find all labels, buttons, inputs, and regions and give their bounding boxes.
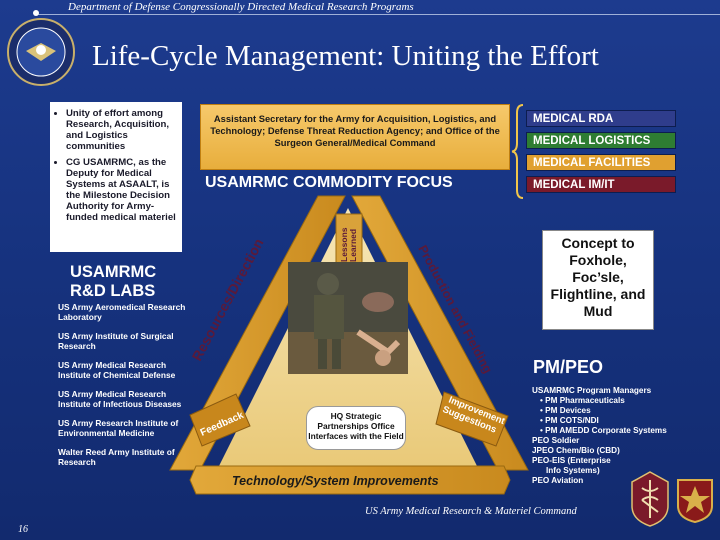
pmpeo-line: PEO Aviation [532, 476, 584, 485]
page-title: Life-Cycle Management: Uniting the Effor… [92, 40, 599, 72]
header-dot [33, 10, 39, 16]
lab-item: US Army Institute of Surgical Research [58, 331, 174, 351]
bottom-edge-arrow [189, 465, 511, 495]
medical-caduceus-icon [631, 471, 669, 527]
labs-list: US Army Aeromedical Research Laboratory … [58, 302, 193, 476]
soldier-photo [288, 262, 408, 374]
commodity-focus-label: USAMRMC COMMODITY FOCUS [205, 174, 453, 191]
labs-title: USAMRMC R&D LABS [70, 263, 156, 301]
pmpeo-line: • PM COTS/NDI [540, 416, 599, 425]
pmpeo-line: • PM Devices [540, 406, 591, 415]
page-number: 16 [18, 524, 28, 535]
bullet-item: CG USAMRMC, as the Deputy for Medical Sy… [66, 157, 178, 223]
pmpeo-line: USAMRMC Program Managers [532, 386, 652, 395]
pmpeo-line: JPEO Chem/Bio (CBD) [532, 446, 620, 455]
pmpeo-title: PM/PEO [533, 357, 604, 377]
lab-item: US Army Medical Research Institute of In… [58, 389, 182, 409]
dod-seal-icon [7, 18, 75, 86]
agency-box: Assistant Secretary for the Army for Acq… [200, 104, 510, 170]
medical-bar-logistics: MEDICAL LOGISTICS [526, 132, 676, 149]
medical-bar-rda: MEDICAL RDA [526, 110, 676, 127]
header-org-text: Department of Defense Congressionally Di… [68, 1, 414, 13]
improvement-arrow [435, 391, 509, 447]
pmpeo-line: • PM Pharmaceuticals [540, 396, 625, 405]
bottom-edge-label: Technology/System Improvements [232, 474, 439, 488]
pmpeo-line: • PM AMEDD Corporate Systems [540, 426, 667, 435]
pmpeo-line: PEO Soldier [532, 436, 580, 445]
left-bullets-panel: Unity of effort among Research, Acquisit… [50, 102, 182, 252]
lab-item: Walter Reed Army Institute of Research [58, 447, 175, 467]
bullet-item: Unity of effort among Research, Acquisit… [66, 108, 178, 152]
medical-bar-imit: MEDICAL IM/IT [526, 176, 676, 193]
footer-org: US Army Medical Research & Materiel Comm… [365, 506, 577, 517]
feedback-arrow [189, 393, 251, 447]
brace-icon [511, 104, 524, 199]
medical-bar-facilities: MEDICAL FACILITIES [526, 154, 676, 171]
hq-strategic-box: HQ Strategic Partnerships Office Interfa… [306, 406, 406, 450]
lab-item: US Army Medical Research Institute of Ch… [58, 360, 176, 380]
header-bar: Department of Defense Congressionally Di… [38, 0, 720, 15]
lab-item: US Army Research Institute of Environmen… [58, 418, 179, 438]
pmpeo-list: USAMRMC Program Managers • PM Pharmaceut… [532, 386, 712, 486]
pmpeo-line: PEO-EIS (Enterprise [532, 456, 611, 465]
labs-title-line: R&D LABS [70, 282, 156, 300]
army-unit-crest-icon [677, 479, 713, 524]
concept-box: Concept to Foxhole, Foc’sle, Flightline,… [542, 230, 654, 330]
pmpeo-line: Info Systems) [546, 466, 600, 475]
labs-title-line: USAMRMC [70, 263, 157, 281]
lessons-learned-label: LessonsLearned [339, 227, 358, 262]
lab-item: US Army Aeromedical Research Laboratory [58, 302, 186, 322]
